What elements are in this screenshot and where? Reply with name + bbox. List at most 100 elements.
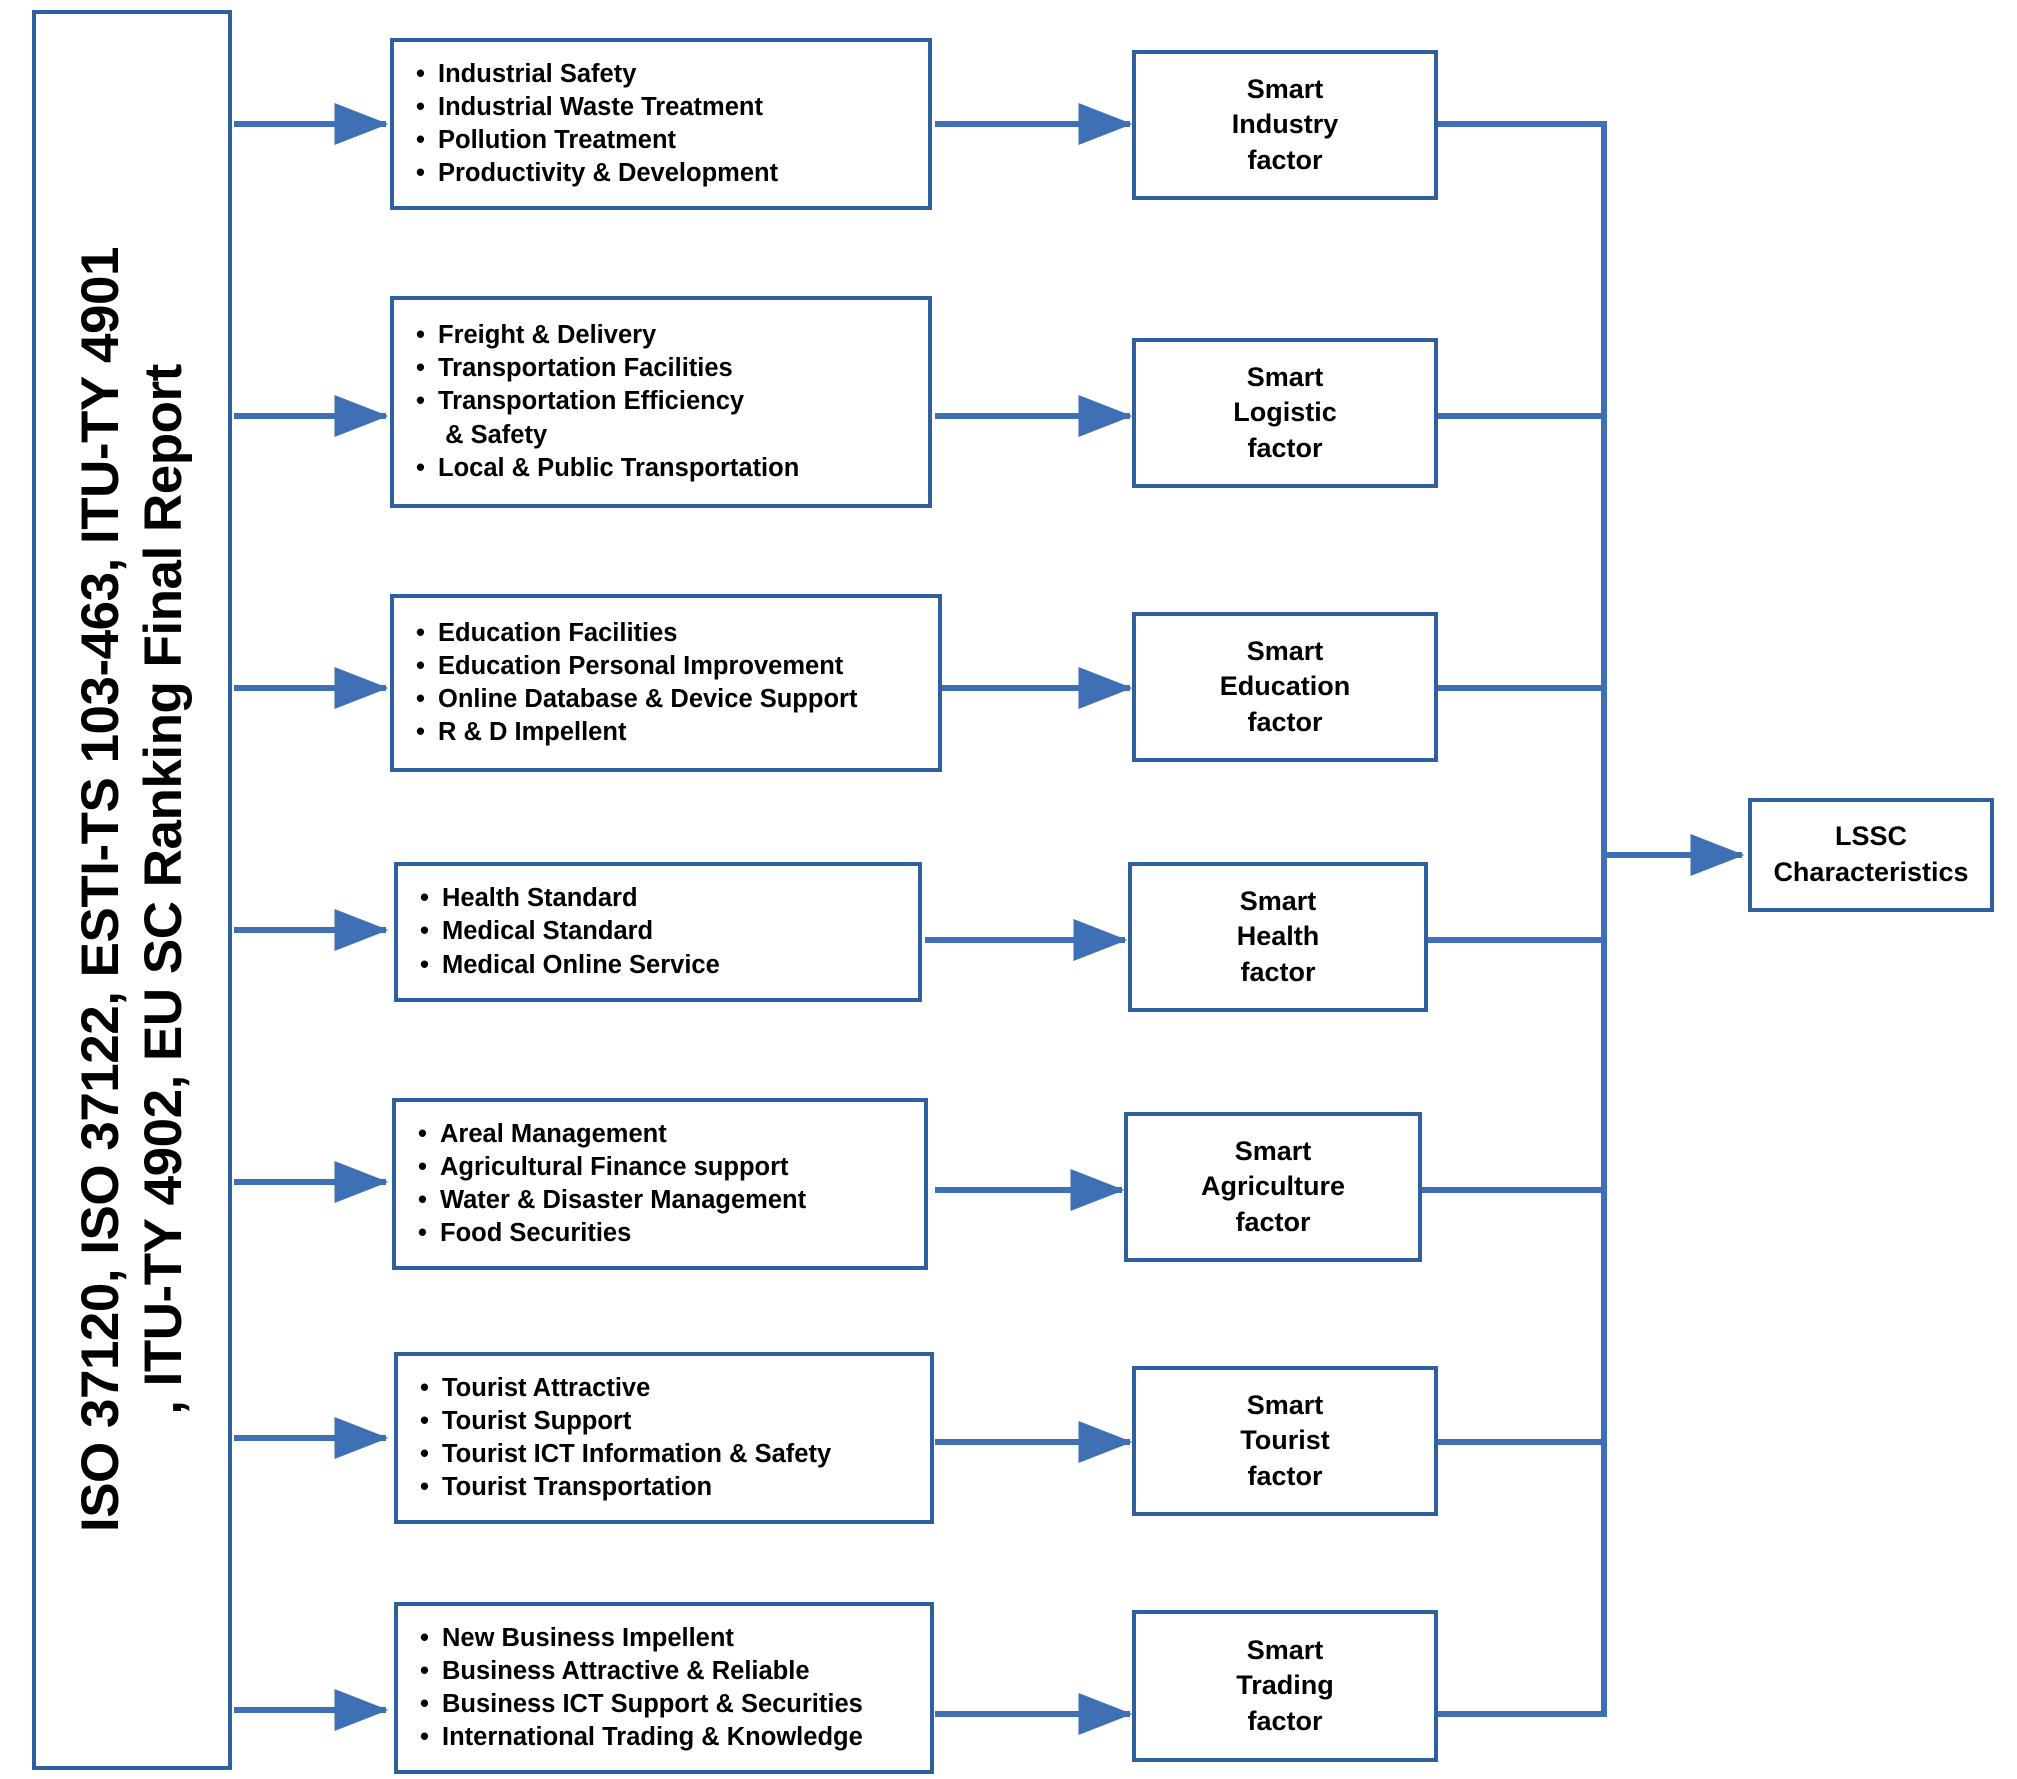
bullet-marker-icon: •: [418, 1119, 427, 1148]
bullet-marker-icon: •: [420, 917, 429, 946]
source-standards-line-2: , ITU-TY 4902, EU SC Ranking Final Repor…: [133, 364, 192, 1416]
list-item: • Medical Online Service: [420, 949, 908, 982]
bullet-marker-icon: •: [416, 92, 425, 121]
factor-box-health[interactable]: Smart Health factor: [1128, 862, 1428, 1012]
factor-line: factor: [1240, 956, 1316, 987]
bullet-box-industry[interactable]: • Industrial Safety • Industrial Waste T…: [390, 38, 932, 210]
bullet-box-agriculture[interactable]: • Areal Management • Agricultural Financ…: [392, 1098, 928, 1270]
bullet-marker-icon: •: [416, 354, 425, 383]
factor-line: Smart: [1246, 361, 1324, 392]
list-item: • Pollution Treatment: [416, 124, 918, 157]
bullet-text: Tourist ICT Information & Safety: [442, 1440, 832, 1468]
bullet-box-logistic[interactable]: • Freight & Delivery • Transportation Fa…: [390, 296, 932, 508]
list-item: • Industrial Safety: [416, 58, 918, 91]
list-item: • Health Standard: [420, 882, 908, 915]
bullet-box-trading[interactable]: • New Business Impellent • Business Attr…: [394, 1602, 934, 1774]
bullet-marker-icon: •: [420, 1656, 429, 1685]
list-item: • Medical Standard: [420, 915, 908, 948]
factor-line: Education: [1219, 671, 1351, 702]
bullet-text: Productivity & Development: [438, 159, 779, 188]
bullet-marker-icon: •: [416, 387, 425, 416]
factor-line: factor: [1247, 432, 1323, 463]
factor-box-tourist[interactable]: Smart Tourist factor: [1132, 1366, 1438, 1516]
factor-box-trading[interactable]: Smart Trading factor: [1132, 1610, 1438, 1762]
final-box-lssc-characteristics[interactable]: LSSC Characteristics: [1748, 798, 1994, 912]
bullet-text: New Business Impellent: [442, 1623, 734, 1652]
bullet-marker-icon: •: [420, 1623, 429, 1652]
list-item: • Tourist Attractive: [420, 1372, 920, 1405]
bullet-marker-icon: •: [420, 1440, 429, 1468]
bullet-text: Transportation Efficiency: [438, 387, 745, 416]
bullet-text: Health Standard: [442, 884, 638, 913]
bullet-marker-icon: •: [416, 453, 425, 482]
bullet-text: Tourist Transportation: [442, 1473, 713, 1502]
factor-line: Industry: [1231, 109, 1339, 140]
bullet-marker-icon: •: [416, 651, 425, 680]
list-item: • Local & Public Transportation: [416, 452, 918, 485]
factor-line: Agriculture: [1200, 1171, 1346, 1202]
factor-line: Smart: [1239, 885, 1317, 916]
bullet-text: Education Personal Improvement: [438, 651, 844, 680]
bullet-marker-icon: •: [420, 950, 429, 979]
final-line: Characteristics: [1773, 857, 1969, 887]
bullet-box-education[interactable]: • Education Facilities • Education Perso…: [390, 594, 942, 772]
bullet-text: & Safety: [438, 420, 548, 449]
factor-line: Tourist: [1240, 1425, 1330, 1456]
bullet-text: Medical Online Service: [442, 950, 720, 979]
list-item: • Tourist Transportation: [420, 1471, 920, 1504]
list-item: • Productivity & Development: [416, 157, 918, 190]
list-item: • Transportation Efficiency: [416, 385, 918, 418]
list-item: • Tourist ICT Information & Safety: [420, 1438, 920, 1471]
bullet-marker-icon: •: [420, 1473, 429, 1502]
list-item: • Areal Management: [418, 1118, 914, 1151]
factor-box-logistic[interactable]: Smart Logistic factor: [1132, 338, 1438, 488]
bullet-marker-icon: •: [420, 1406, 429, 1435]
factor-box-agriculture[interactable]: Smart Agriculture factor: [1124, 1112, 1422, 1262]
list-item: • International Trading & Knowledge: [420, 1721, 920, 1754]
bullet-text: Business ICT Support & Securities: [442, 1690, 863, 1718]
source-standards-rotated-wrap: ISO 37120, ISO 37122, ESTI-TS 103-463, I…: [36, 14, 228, 1766]
bullet-marker-icon: •: [416, 321, 425, 350]
list-item: • Business ICT Support & Securities: [420, 1688, 920, 1721]
bullet-box-tourist[interactable]: • Tourist Attractive • Tourist Support •…: [394, 1352, 934, 1524]
source-standards-text: ISO 37120, ISO 37122, ESTI-TS 103-463, I…: [69, 248, 194, 1533]
factor-line: Health: [1236, 921, 1320, 952]
list-item: • New Business Impellent: [420, 1622, 920, 1655]
list-item-continuation: & Safety: [416, 419, 918, 452]
list-item: • Industrial Waste Treatment: [416, 91, 918, 124]
bullet-text: Industrial Waste Treatment: [438, 92, 763, 121]
factor-box-industry[interactable]: Smart Industry factor: [1132, 50, 1438, 200]
bullet-text: Medical Standard: [442, 917, 654, 946]
bullet-marker-icon: •: [416, 59, 425, 88]
source-standards-panel: ISO 37120, ISO 37122, ESTI-TS 103-463, I…: [32, 10, 232, 1770]
bullet-text: International Trading & Knowledge: [442, 1723, 863, 1752]
factor-line: Smart: [1246, 1634, 1324, 1665]
list-item: • Freight & Delivery: [416, 319, 918, 352]
bullet-marker-icon: •: [420, 1723, 429, 1752]
bullet-to-factor-arrows: [925, 103, 1133, 1735]
factor-line: factor: [1247, 1705, 1323, 1736]
list-item: • Water & Disaster Management: [418, 1184, 914, 1217]
bullet-text: Food Securities: [440, 1219, 632, 1248]
list-item: • Food Securities: [418, 1217, 914, 1250]
list-item: • Online Database & Device Support: [416, 683, 928, 716]
bullet-text: Pollution Treatment: [438, 126, 677, 154]
bullet-marker-icon: •: [416, 126, 425, 154]
bullet-box-health[interactable]: • Health Standard • Medical Standard • M…: [394, 862, 922, 1002]
list-item: • Tourist Support: [420, 1405, 920, 1438]
factor-line: Smart: [1246, 1389, 1324, 1420]
factor-line: factor: [1247, 144, 1323, 175]
bullet-marker-icon: •: [418, 1186, 427, 1214]
factor-line: Trading: [1236, 1670, 1334, 1701]
bullet-marker-icon: •: [420, 884, 429, 913]
source-standards-line-1: ISO 37120, ISO 37122, ESTI-TS 103-463, I…: [70, 247, 130, 1533]
factor-box-education[interactable]: Smart Education factor: [1132, 612, 1438, 762]
factor-line: Smart: [1234, 1135, 1312, 1166]
bullet-marker-icon: •: [416, 718, 425, 747]
bullet-text: Online Database & Device Support: [438, 685, 858, 713]
bullet-text: Transportation Facilities: [438, 354, 733, 383]
bullet-text: Agricultural Finance support: [440, 1152, 789, 1181]
list-item: • Transportation Facilities: [416, 352, 918, 385]
bullet-text: Local & Public Transportation: [438, 453, 800, 482]
